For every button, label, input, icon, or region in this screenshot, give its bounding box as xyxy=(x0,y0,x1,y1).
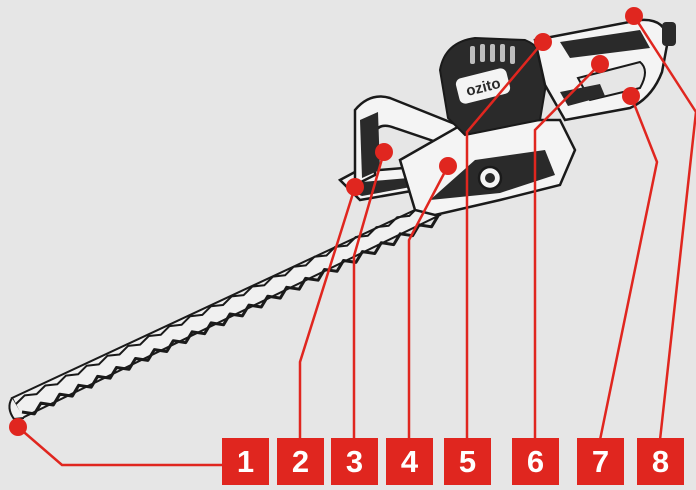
vent-slot xyxy=(490,44,495,62)
callout-dot-5 xyxy=(534,33,552,51)
callout-dot-3 xyxy=(375,143,393,161)
callout-label-3: 3 xyxy=(331,438,378,485)
callout-label-7: 7 xyxy=(577,438,624,485)
motor-cap: ozito xyxy=(440,38,548,135)
blade-body xyxy=(12,203,440,418)
front-handle-grip xyxy=(360,112,380,178)
vent-slot xyxy=(500,44,505,62)
vent-slot xyxy=(480,44,485,62)
callout-dot-8 xyxy=(625,7,643,25)
cord-connector xyxy=(662,22,676,46)
leader-line-7 xyxy=(600,96,657,440)
callout-label-4: 4 xyxy=(386,438,433,485)
callout-dot-7 xyxy=(622,87,640,105)
blade-teeth-upper xyxy=(16,206,430,404)
callout-dot-6 xyxy=(591,55,609,73)
callout-dot-4 xyxy=(439,157,457,175)
callout-dot-2 xyxy=(346,178,364,196)
callout-label-2: 2 xyxy=(277,438,324,485)
leader-line-2 xyxy=(300,187,355,440)
callout-dot-1 xyxy=(9,418,27,436)
vent-slot xyxy=(510,46,515,64)
callout-label-6: 6 xyxy=(512,438,559,485)
callout-label-8: 8 xyxy=(637,438,684,485)
callout-label-5: 5 xyxy=(444,438,491,485)
leader-line-1 xyxy=(18,427,222,465)
vent-slot xyxy=(470,46,475,64)
callout-label-1: 1 xyxy=(222,438,269,485)
blade xyxy=(9,203,440,419)
pivot-knob-center xyxy=(485,173,495,183)
